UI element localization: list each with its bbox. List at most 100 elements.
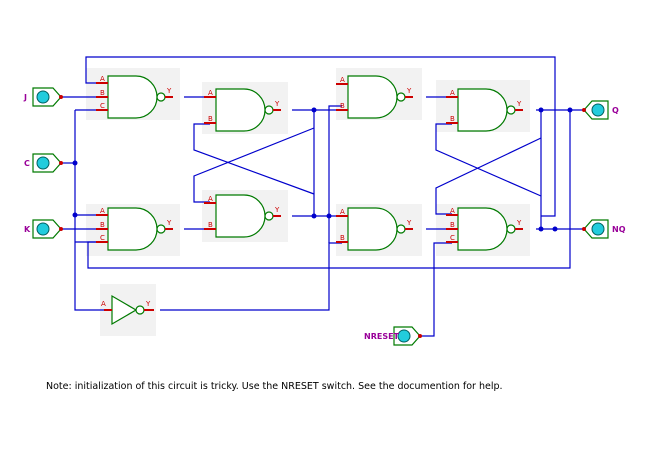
wire-cross — [435, 137, 542, 215]
pin-label: Y — [145, 300, 151, 308]
switch-label: J — [23, 93, 27, 102]
pin-label: B — [100, 89, 105, 97]
input-pin — [582, 227, 586, 231]
pin-label: A — [100, 207, 105, 215]
output-pin — [418, 334, 422, 338]
output-label: Q — [612, 106, 619, 115]
nand-gate-bubble — [156, 92, 166, 102]
nand-gate-latch1-top[interactable]: Y A B — [204, 88, 281, 132]
switch-nreset[interactable]: NRESET — [364, 326, 422, 346]
junction-dot — [72, 160, 78, 166]
pin-label: A — [100, 75, 105, 83]
nand-gate-latch1-bottom[interactable]: YAB — [204, 194, 281, 238]
junction-dot — [552, 226, 558, 232]
nand-gate-bubble — [264, 211, 274, 221]
wire-nreset — [420, 242, 452, 337]
switch-k[interactable]: K — [24, 219, 63, 239]
nand-gate-body — [215, 194, 266, 238]
probe-led — [591, 103, 605, 117]
nand-gate-bubble — [506, 105, 516, 115]
nand-gate-j[interactable]: Y ABC — [96, 75, 173, 119]
pin-label: C — [100, 102, 105, 110]
nand-gate-bubble — [396, 224, 406, 234]
junction-dot — [538, 107, 544, 113]
footnote: Note: initialization of this circuit is … — [46, 381, 503, 392]
pin-label: B — [450, 115, 455, 123]
nand-gate-latch2-bottom[interactable]: YAB — [336, 207, 413, 251]
probe-led — [591, 222, 605, 236]
pin-label: C — [100, 234, 105, 242]
wire-cross — [193, 127, 315, 203]
output-q: Q — [582, 100, 619, 120]
nand-gate-bubble — [396, 92, 406, 102]
junction-dot — [326, 213, 332, 219]
junction-dot — [538, 226, 544, 232]
switch-label: K — [24, 225, 31, 234]
junctions — [72, 107, 573, 232]
nand-gate-out-nq[interactable]: Y ABC — [446, 207, 523, 251]
pin-label: Y — [166, 87, 172, 95]
nand-gate-out-q[interactable]: Y A B — [446, 88, 523, 132]
wire-feedback-nq — [87, 110, 571, 269]
nand-gate-body — [347, 207, 398, 251]
wire — [292, 109, 315, 214]
pin-label: B — [208, 221, 213, 229]
wire-inverter-out — [160, 242, 342, 311]
nand-gate-bubble — [264, 105, 274, 115]
pin-label: A — [340, 208, 345, 216]
pin-label: A — [208, 89, 213, 97]
output-label: NQ — [612, 225, 626, 234]
not-gate[interactable]: A Y — [101, 294, 154, 326]
pin-label: A — [208, 195, 213, 203]
output-pin — [59, 227, 63, 231]
switch-label: C — [24, 159, 30, 168]
junction-dot — [311, 213, 317, 219]
wire-inverter-up — [328, 105, 342, 243]
nand-gate-k[interactable]: Y ABC — [96, 207, 173, 251]
junction-dot — [567, 107, 573, 113]
switch-led — [36, 222, 50, 236]
pin-label: B — [208, 115, 213, 123]
output-pin — [59, 161, 63, 165]
pin-label: B — [340, 102, 345, 110]
pin-label: Y — [516, 100, 522, 108]
pin-label: B — [340, 234, 345, 242]
wire-cross — [193, 123, 315, 195]
pin-label: A — [450, 89, 455, 97]
switch-led — [36, 90, 50, 104]
nand-gate-body — [347, 75, 398, 119]
pin-label: B — [450, 221, 455, 229]
nand-gate-body — [457, 207, 508, 251]
output-nq: NQ — [582, 219, 626, 239]
switch-led — [36, 156, 50, 170]
pin-label: Y — [406, 87, 412, 95]
nand-gate-body — [457, 88, 508, 132]
input-pin — [582, 108, 586, 112]
pin-label: A — [340, 76, 345, 84]
nand-gate-bubble — [506, 224, 516, 234]
wire-cross — [435, 123, 542, 197]
nand-gate-body — [107, 207, 158, 251]
pin-label: B — [100, 221, 105, 229]
pin-label: A — [101, 300, 106, 308]
switch-led — [397, 329, 411, 343]
pin-label: Y — [166, 219, 172, 227]
pin-label: A — [450, 207, 455, 215]
wire-clock-bus — [74, 110, 104, 311]
switch-j[interactable]: J — [23, 87, 63, 107]
nand-gate-bubble — [156, 224, 166, 234]
nand-gate-body — [215, 88, 266, 132]
wire-feedback-q — [85, 56, 556, 217]
nand-gate-body — [107, 75, 158, 119]
switch-label: NRESET — [364, 332, 400, 341]
pin-label: Y — [516, 219, 522, 227]
junction-dot — [311, 107, 317, 113]
not-gate-bubble — [135, 305, 145, 315]
switch-c[interactable]: C — [24, 153, 63, 173]
output-pin — [59, 95, 63, 99]
pin-label: Y — [274, 100, 280, 108]
pin-label: C — [450, 234, 455, 242]
nand-gate-latch2-top[interactable]: Y A B — [336, 75, 413, 119]
